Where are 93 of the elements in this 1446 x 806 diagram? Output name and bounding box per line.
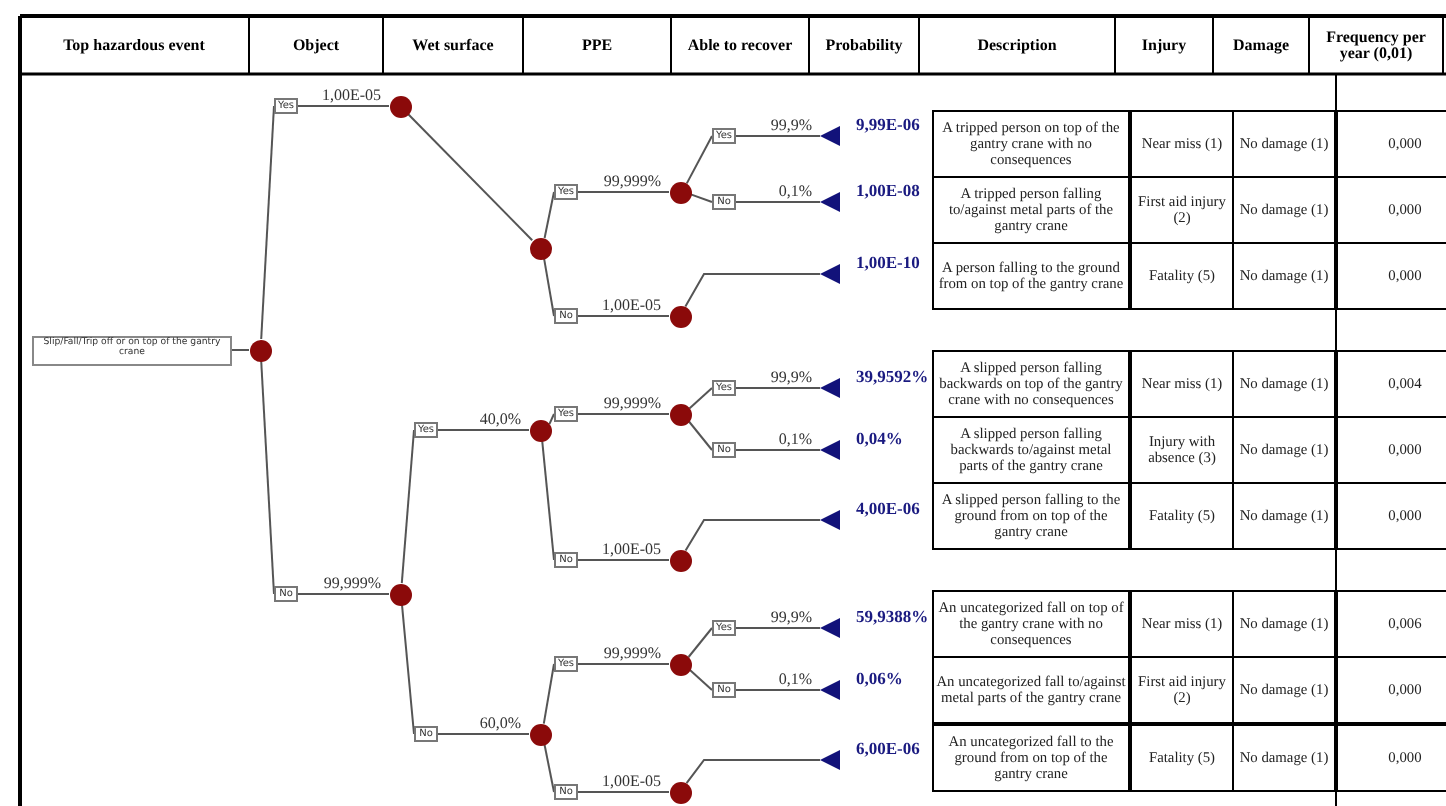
column-header: Object — [250, 18, 384, 74]
probability-label: 1,00E-05 — [599, 541, 663, 557]
chance-node — [529, 419, 551, 441]
column-header: Wet surface — [384, 18, 524, 74]
branch-line — [437, 733, 530, 735]
probability-label: 99,9% — [768, 117, 814, 133]
column-header: Injury — [1116, 18, 1214, 74]
branch-line — [735, 449, 821, 451]
chance-node — [669, 403, 691, 425]
branch-line — [577, 413, 670, 415]
branch-line — [542, 663, 555, 725]
branch-line — [543, 257, 555, 317]
probability-label: 99,9% — [768, 369, 814, 385]
end-node-triangle — [820, 618, 840, 638]
branch-line — [231, 349, 250, 351]
branch-line — [543, 191, 555, 239]
branch-line — [297, 105, 390, 107]
outcome-probability: 0,04% — [856, 430, 903, 447]
outcome-probability: 0,06% — [856, 670, 903, 687]
column-header: Frequency per year (0,01) — [1310, 18, 1444, 74]
branch-line — [541, 439, 555, 561]
probability-label: 0,1% — [776, 671, 814, 687]
branch-line — [437, 429, 530, 431]
outcome-probability: 59,9388% — [856, 608, 929, 625]
branch-line — [687, 420, 713, 451]
outcome-probability: 4,00E-06 — [856, 500, 920, 517]
probability-label: 60,0% — [477, 715, 523, 731]
probability-label: 1,00E-05 — [599, 297, 663, 313]
probability-label: 0,1% — [776, 431, 814, 447]
chance-node — [389, 95, 411, 117]
branch-line — [543, 743, 555, 793]
column-header: PPE — [524, 18, 672, 74]
probability-label: 99,999% — [601, 173, 663, 189]
column-header: Description — [920, 18, 1116, 74]
end-node-triangle — [820, 378, 840, 398]
probability-label: 0,1% — [776, 183, 814, 199]
branch-line — [548, 413, 555, 426]
branch-line — [689, 193, 713, 203]
branch-line — [260, 105, 275, 340]
outcome-probability: 1,00E-08 — [856, 182, 920, 199]
probability-label: 40,0% — [477, 411, 523, 427]
branch-line — [685, 135, 713, 185]
outcome-probability: 6,00E-06 — [856, 740, 920, 757]
branch-line — [577, 559, 670, 561]
chance-node — [669, 549, 691, 571]
end-node-triangle — [820, 680, 840, 700]
probability-label: 99,999% — [601, 645, 663, 661]
probability-label: 99,999% — [321, 575, 383, 591]
end-node-triangle — [820, 192, 840, 212]
column-header: Top hazardous event — [20, 18, 250, 74]
column-header: Able to recover — [672, 18, 810, 74]
end-node-triangle — [820, 264, 840, 284]
branch-line — [687, 627, 713, 658]
branch-line — [401, 603, 415, 735]
outcome-probability: 39,9592% — [856, 368, 929, 385]
branch-line — [735, 387, 821, 389]
branch-line — [688, 668, 713, 691]
chance-node — [529, 723, 551, 745]
branch-line — [577, 791, 670, 793]
chance-node — [669, 305, 691, 327]
branch-line — [400, 429, 415, 585]
branch-line — [684, 273, 821, 308]
branch-line — [577, 191, 670, 193]
column-header: Probability — [810, 18, 920, 74]
branch-line — [577, 663, 670, 665]
chance-node — [669, 181, 691, 203]
chance-node — [389, 583, 411, 605]
branch-line — [688, 387, 713, 410]
branch-line — [685, 759, 821, 785]
end-node-triangle — [820, 440, 840, 460]
branch-line — [735, 201, 821, 203]
end-node-triangle — [820, 510, 840, 530]
outcome-probability: 9,99E-06 — [856, 116, 920, 133]
branch-line — [684, 519, 821, 552]
probability-label: 1,00E-05 — [319, 87, 383, 103]
probability-label: 1,00E-05 — [599, 773, 663, 789]
branch-line — [260, 360, 275, 595]
branch-line — [406, 112, 534, 242]
probability-label: 99,999% — [601, 395, 663, 411]
probability-label: 99,9% — [768, 609, 814, 625]
branch-line — [577, 315, 670, 317]
end-node-triangle — [820, 126, 840, 146]
chance-node — [249, 339, 271, 361]
branch-line — [735, 689, 821, 691]
branch-line — [297, 593, 390, 595]
chance-node — [669, 781, 691, 803]
end-node-triangle — [820, 750, 840, 770]
branch-line — [735, 135, 821, 137]
outcome-probability: 1,00E-10 — [856, 254, 920, 271]
branch-line — [735, 627, 821, 629]
chance-node — [669, 653, 691, 675]
chance-node — [529, 237, 551, 259]
column-header: Damage — [1214, 18, 1310, 74]
